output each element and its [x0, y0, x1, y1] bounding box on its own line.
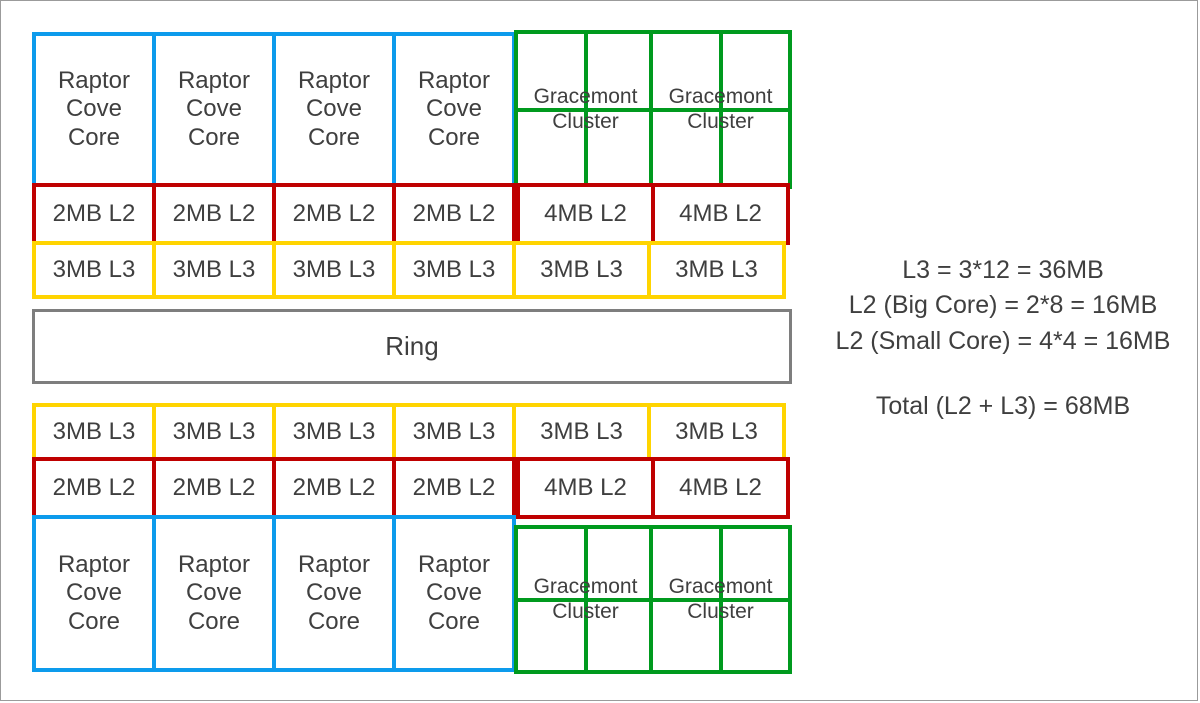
gracemont-cluster-block[interactable]: Gracemont Cluster [649, 525, 792, 674]
big-core-l2-block[interactable]: 2MB L2 [272, 183, 396, 245]
summary-line-l3: L3 = 3*12 = 36MB [902, 256, 1104, 284]
ring-interconnect-block[interactable]: Ring [32, 309, 792, 384]
gracemont-core[interactable] [718, 525, 792, 602]
gracemont-core[interactable] [718, 107, 792, 189]
l3-slice-block[interactable]: 3MB L3 [647, 241, 786, 299]
big-core-block[interactable]: Raptor Cove Core [152, 32, 276, 187]
summary-spacer [813, 359, 1193, 389]
bottom-l2-row: 2MB L2 2MB L2 2MB L2 2MB L2 4MB L2 4MB L… [32, 457, 792, 519]
l3-slice-block[interactable]: 3MB L3 [272, 403, 396, 461]
gracemont-core-grid [649, 30, 792, 189]
small-core-l2-block[interactable]: 4MB L2 [651, 457, 790, 519]
summary-line-l2-small: L2 (Small Core) = 4*4 = 16MB [835, 326, 1171, 355]
gracemont-core[interactable] [718, 30, 792, 112]
gracemont-core[interactable] [583, 107, 657, 189]
l3-slice-block[interactable]: 3MB L3 [512, 403, 651, 461]
gracemont-core-grid [514, 525, 657, 674]
bottom-l3-row: 3MB L3 3MB L3 3MB L3 3MB L3 3MB L3 3MB L… [32, 403, 792, 461]
gracemont-core[interactable] [718, 597, 792, 674]
gracemont-core[interactable] [514, 525, 588, 602]
gracemont-cluster-block[interactable]: Gracemont Cluster [514, 525, 657, 674]
l3-slice-block[interactable]: 3MB L3 [152, 403, 276, 461]
top-core-row: Raptor Cove Core Raptor Cove Core Raptor… [32, 30, 792, 189]
l3-slice-block[interactable]: 3MB L3 [32, 403, 156, 461]
small-core-l2-block[interactable]: 4MB L2 [516, 183, 655, 245]
gracemont-core[interactable] [514, 107, 588, 189]
big-core-l2-block[interactable]: 2MB L2 [152, 457, 276, 519]
l3-slice-block[interactable]: 3MB L3 [152, 241, 276, 299]
gracemont-core[interactable] [583, 597, 657, 674]
small-core-l2-block[interactable]: 4MB L2 [516, 457, 655, 519]
gracemont-core[interactable] [583, 525, 657, 602]
gracemont-core[interactable] [514, 30, 588, 112]
big-core-l2-block[interactable]: 2MB L2 [32, 183, 156, 245]
summary-line-l2-big: L2 (Big Core) = 2*8 = 16MB [848, 291, 1158, 320]
big-core-l2-block[interactable]: 2MB L2 [152, 183, 276, 245]
l3-slice-block[interactable]: 3MB L3 [512, 241, 651, 299]
gracemont-core[interactable] [649, 525, 723, 602]
big-core-block[interactable]: Raptor Cove Core [392, 515, 516, 672]
l3-slice-block[interactable]: 3MB L3 [272, 241, 396, 299]
big-core-block[interactable]: Raptor Cove Core [152, 515, 276, 672]
ring-row: Ring [32, 309, 792, 384]
bottom-core-row: Raptor Cove Core Raptor Cove Core Raptor… [32, 515, 792, 674]
big-core-block[interactable]: Raptor Cove Core [272, 515, 396, 672]
gracemont-cluster-block[interactable]: Gracemont Cluster [514, 30, 657, 189]
top-l3-row: 3MB L3 3MB L3 3MB L3 3MB L3 3MB L3 3MB L… [32, 241, 792, 299]
gracemont-cluster-block[interactable]: Gracemont Cluster [649, 30, 792, 189]
small-core-l2-block[interactable]: 4MB L2 [651, 183, 790, 245]
gracemont-core[interactable] [514, 597, 588, 674]
big-core-l2-block[interactable]: 2MB L2 [272, 457, 396, 519]
gracemont-core[interactable] [649, 107, 723, 189]
gracemont-core[interactable] [649, 597, 723, 674]
gracemont-core[interactable] [583, 30, 657, 112]
gracemont-core[interactable] [649, 30, 723, 112]
big-core-block[interactable]: Raptor Cove Core [392, 32, 516, 187]
big-core-l2-block[interactable]: 2MB L2 [392, 183, 516, 245]
gracemont-core-grid [649, 525, 792, 674]
big-core-l2-block[interactable]: 2MB L2 [392, 457, 516, 519]
big-core-block[interactable]: Raptor Cove Core [32, 32, 156, 187]
big-core-block[interactable]: Raptor Cove Core [272, 32, 396, 187]
top-l2-row: 2MB L2 2MB L2 2MB L2 2MB L2 4MB L2 4MB L… [32, 183, 792, 245]
cache-hierarchy-diagram: Raptor Cove Core Raptor Cove Core Raptor… [32, 30, 792, 674]
l3-slice-block[interactable]: 3MB L3 [392, 403, 516, 461]
big-core-l2-block[interactable]: 2MB L2 [32, 457, 156, 519]
l3-slice-block[interactable]: 3MB L3 [392, 241, 516, 299]
gracemont-core-grid [514, 30, 657, 189]
summary-line-total: Total (L2 + L3) = 68MB [875, 391, 1131, 420]
l3-slice-block[interactable]: 3MB L3 [32, 241, 156, 299]
cache-summary-panel: L3 = 3*12 = 36MB L2 (Big Core) = 2*8 = 1… [813, 253, 1193, 424]
big-core-block[interactable]: Raptor Cove Core [32, 515, 156, 672]
l3-slice-block[interactable]: 3MB L3 [647, 403, 786, 461]
